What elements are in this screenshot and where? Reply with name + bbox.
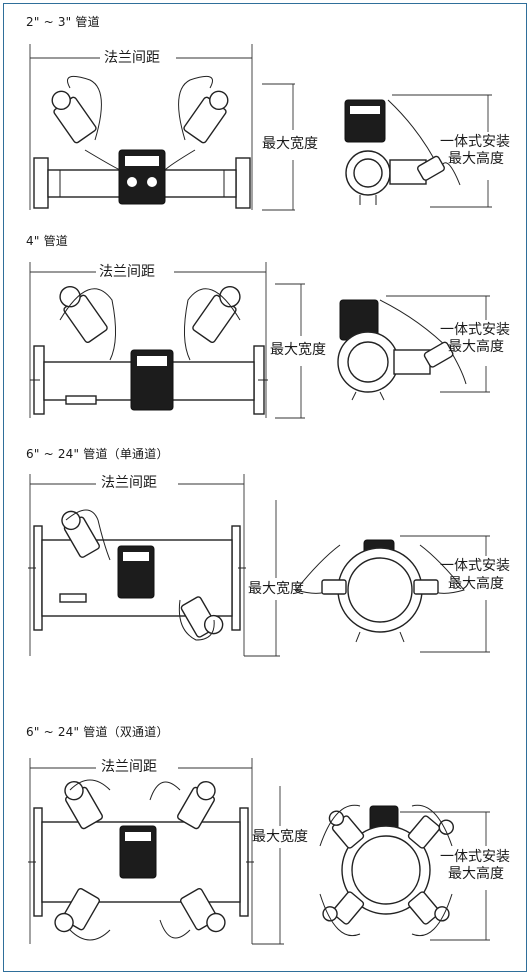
flange-distance-label: 法兰间距 [99, 264, 155, 280]
integrated-install-label: 一体式安装 [440, 558, 510, 574]
section-title-2-3-inch: 2" ~ 3" 管道 [26, 15, 100, 29]
meter-end-view [295, 539, 465, 643]
max-height-label: 最大高度 [448, 866, 504, 882]
meter-side-view [28, 779, 254, 941]
meter-end-view [337, 299, 467, 401]
integrated-install-label: 一体式安装 [440, 849, 510, 865]
max-width-label: 最大宽度 [252, 829, 308, 845]
max-width-label: 最大宽度 [270, 342, 326, 358]
meter-side-view [30, 286, 268, 415]
diagram-frame [3, 3, 527, 972]
flange-distance-label: 法兰间距 [101, 759, 157, 775]
max-height-label: 最大高度 [448, 339, 504, 355]
max-width-label: 最大宽度 [262, 136, 318, 152]
section-2-drawing [29, 262, 490, 419]
section-3-drawing [28, 474, 490, 657]
meter-end-view [319, 804, 454, 936]
integrated-install-label: 一体式安装 [440, 322, 510, 338]
integrated-install-label: 一体式安装 [440, 134, 510, 150]
section-title-4-inch: 4" 管道 [26, 234, 68, 248]
section-title-6-24-dual: 6" ~ 24" 管道（双通道） [26, 725, 169, 739]
section-1-drawing [29, 44, 492, 211]
section-title-6-24-single: 6" ~ 24" 管道（单通道） [26, 447, 169, 461]
max-height-label: 最大高度 [448, 576, 504, 592]
max-width-label: 最大宽度 [248, 581, 304, 597]
meter-end-view [344, 99, 461, 205]
meter-side-view [33, 75, 251, 209]
meter-side-view [28, 509, 246, 641]
flange-distance-label: 法兰间距 [101, 475, 157, 491]
max-height-label: 最大高度 [448, 151, 504, 167]
flange-distance-label: 法兰间距 [104, 50, 160, 66]
